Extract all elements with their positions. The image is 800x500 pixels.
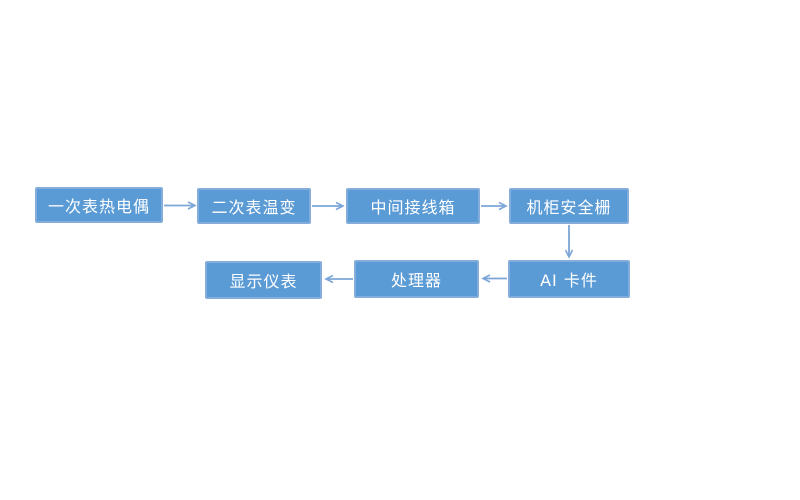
node-ai-card: AI 卡件 (508, 260, 630, 298)
node-intermediate-junction-box: 中间接线箱 (346, 188, 480, 224)
node-secondary-temp-transmitter: 二次表温变 (197, 188, 311, 224)
node-primary-thermocouple: 一次表热电偶 (35, 187, 163, 223)
node-display-instrument: 显示仪表 (205, 261, 322, 299)
node-cabinet-safety-barrier: 机柜安全栅 (509, 188, 629, 224)
node-processor: 处理器 (354, 260, 479, 298)
